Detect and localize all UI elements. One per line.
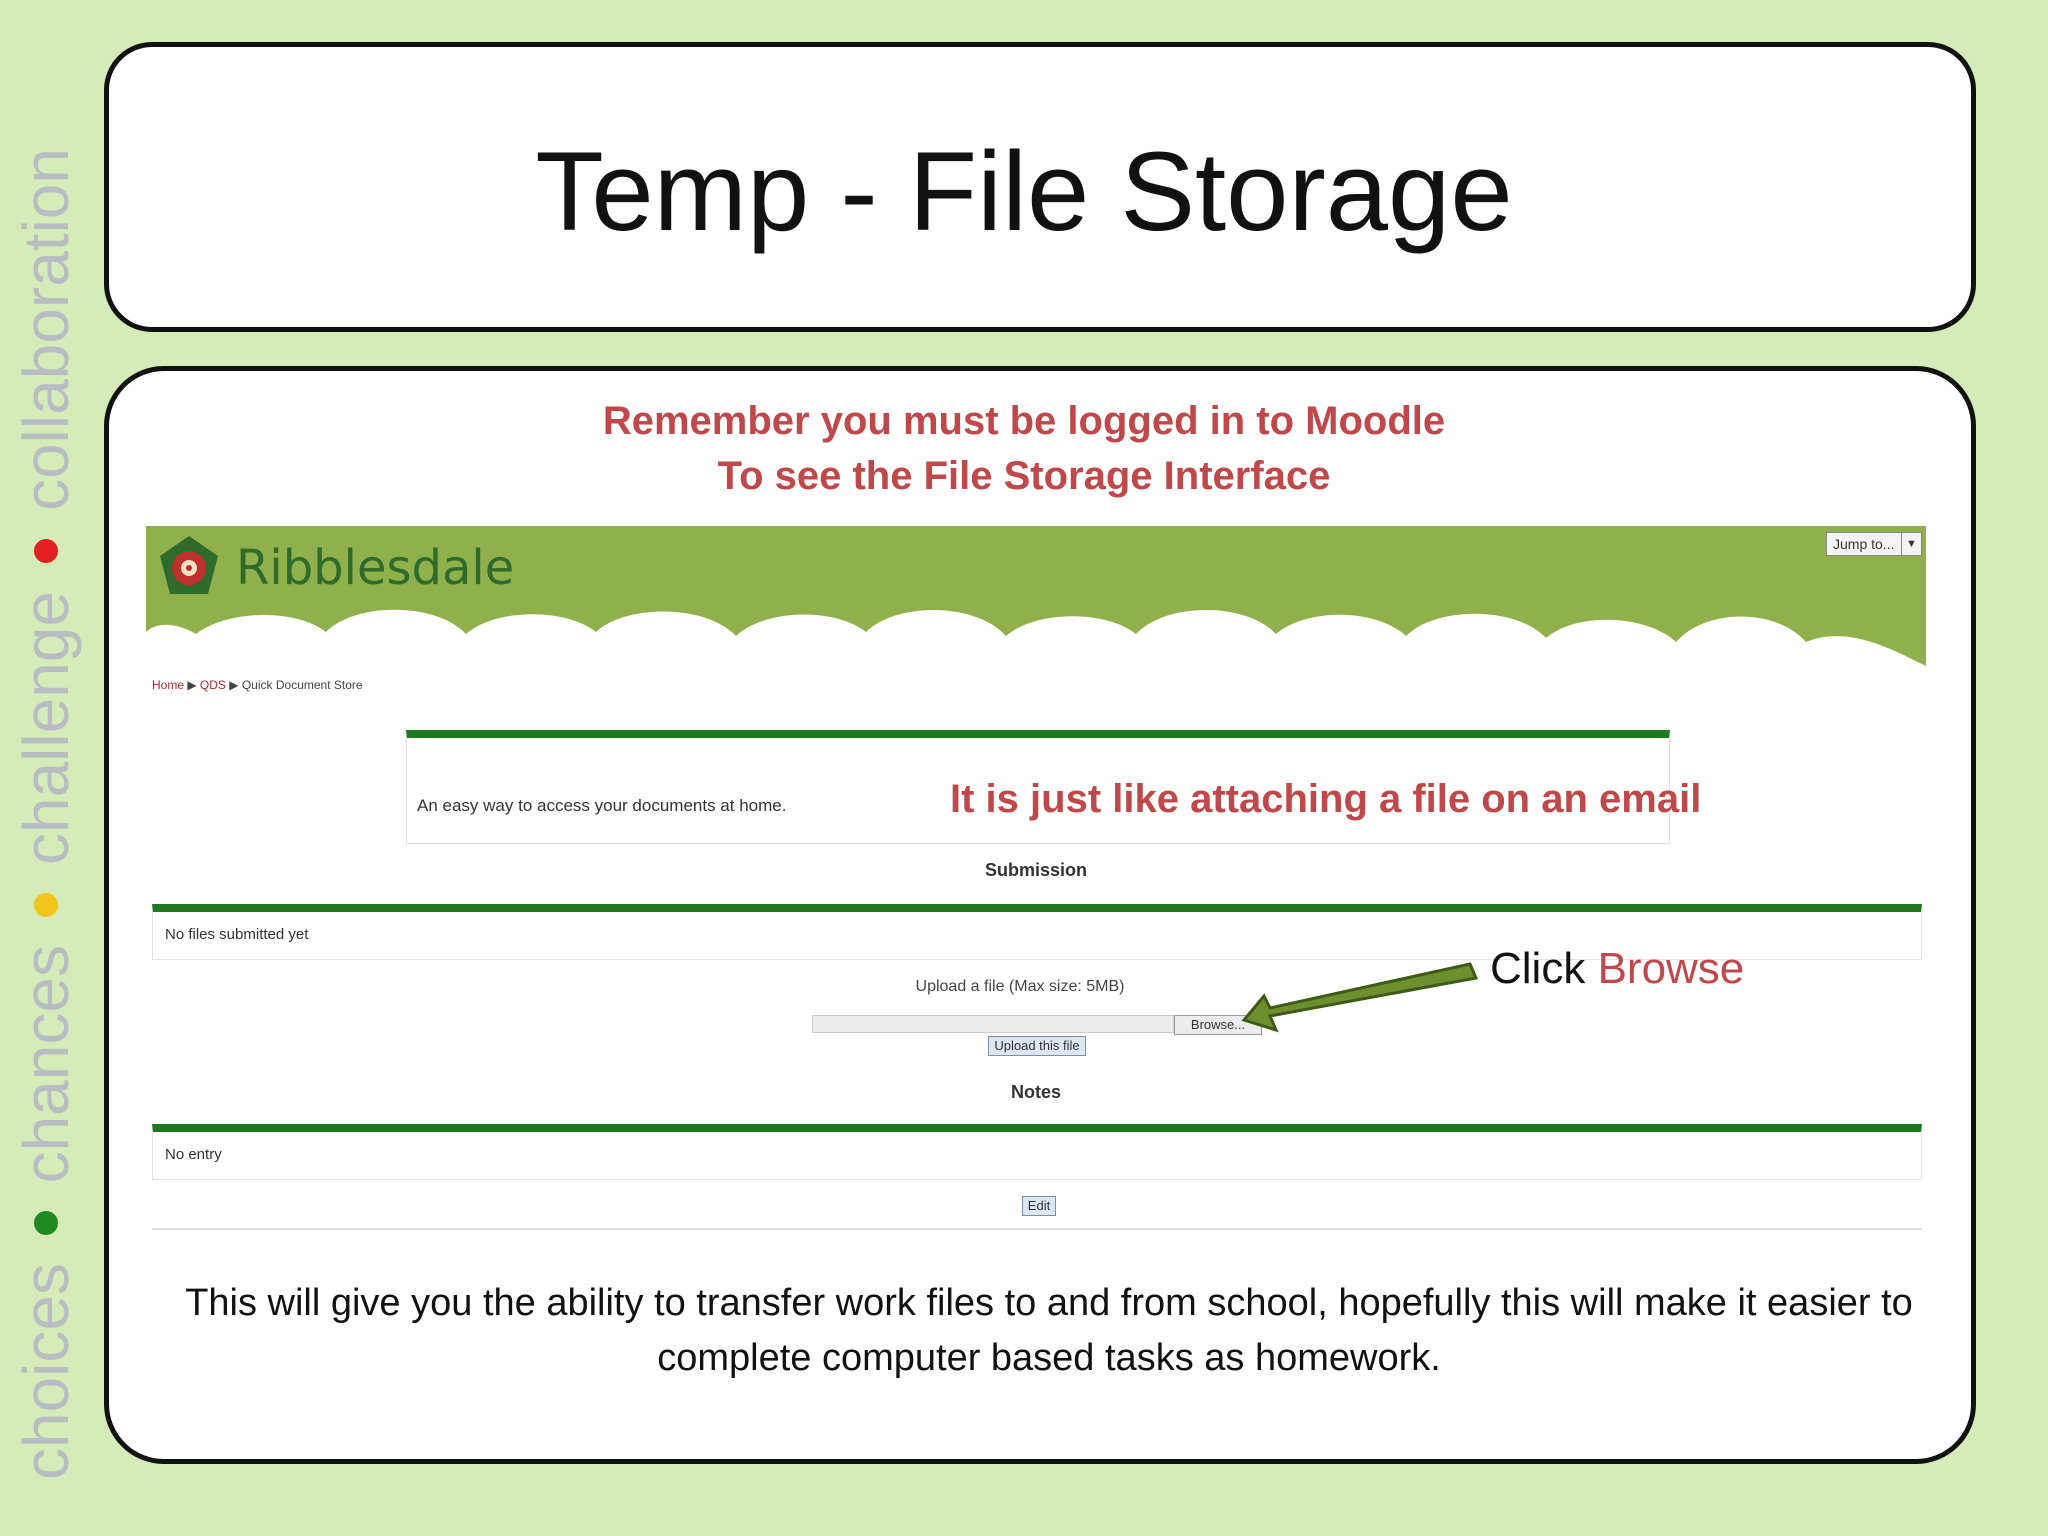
arrow-icon: [1241, 962, 1479, 1033]
click-browse-note: Click Browse: [1490, 944, 1744, 994]
tagline-word-challenge: challenge: [10, 590, 82, 865]
breadcrumb-current: Quick Document Store: [241, 678, 363, 692]
breadcrumb-separator: ▶: [184, 678, 200, 692]
school-name: Ribblesdale: [236, 540, 515, 596]
tagline-word-chances: chances: [10, 944, 82, 1183]
edit-button[interactable]: Edit: [1022, 1196, 1056, 1216]
login-note-line1: Remember you must be logged in to Moodle: [602, 399, 1446, 443]
click-prefix: Click: [1490, 944, 1598, 993]
breadcrumb: Home ▶ QDS ▶ Quick Document Store: [152, 678, 363, 692]
tagline-word-choices: choices: [10, 1263, 82, 1480]
footer-text: This will give you the ability to transf…: [185, 1282, 1913, 1379]
breadcrumb-qds[interactable]: QDS: [199, 678, 226, 692]
chevron-down-icon: ▼: [1901, 533, 1921, 555]
submission-box: No files submitted yet: [152, 904, 1922, 960]
email-note: It is just like attaching a file on an e…: [950, 777, 1702, 821]
slide-title: Temp - File Storage: [535, 129, 1513, 254]
yellow-dot: [34, 892, 58, 917]
no-entry-text: No entry: [165, 1146, 222, 1163]
jump-to-select[interactable]: Jump to... ▼: [1826, 532, 1922, 556]
school-logo-icon: [160, 536, 218, 594]
side-tagline: choices chances challenge collaboration: [10, 80, 82, 1480]
upload-file-button[interactable]: Upload this file: [988, 1036, 1086, 1056]
no-files-text: No files submitted yet: [165, 926, 309, 943]
notes-box: No entry: [152, 1124, 1922, 1180]
click-accent: Browse: [1597, 944, 1745, 993]
intro-box: An easy way to access your documents at …: [406, 730, 1670, 844]
breadcrumb-home[interactable]: Home: [152, 678, 185, 692]
green-dot: [34, 1211, 58, 1235]
header-cloud-banner: [146, 526, 1926, 666]
red-dot: [34, 538, 58, 563]
file-path-input[interactable]: [812, 1015, 1174, 1033]
moodle-header: Ribblesdale Jump to... ▼: [146, 526, 1926, 674]
moodle-screenshot: Ribblesdale Jump to... ▼ Home ▶ QDS ▶ Qu…: [146, 526, 1926, 1236]
login-note-line2: To see the File Storage Interface: [717, 454, 1331, 498]
jump-to-label: Jump to...: [1833, 536, 1895, 552]
title-card: [104, 42, 1976, 332]
breadcrumb-separator: ▶: [225, 678, 242, 692]
login-note: Remember you must be logged in to Moodle…: [0, 394, 2048, 504]
upload-label: Upload a file (Max size: 5MB): [915, 978, 1125, 995]
divider: [152, 1228, 1922, 1230]
notes-heading: Notes: [1010, 1082, 1061, 1102]
intro-text: An easy way to access your documents at …: [417, 796, 787, 815]
submission-heading: Submission: [984, 860, 1087, 880]
